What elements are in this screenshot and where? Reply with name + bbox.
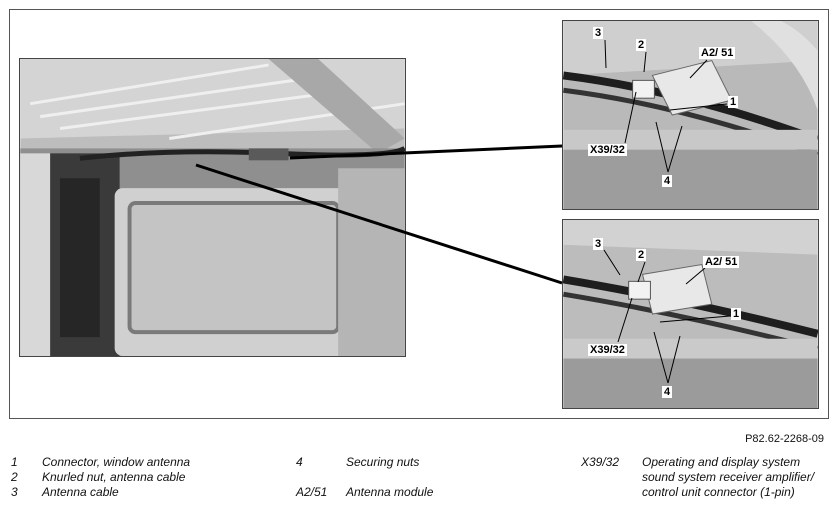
legend-key-3: 3	[11, 485, 18, 499]
legend-text-3: Antenna cable	[42, 485, 119, 499]
callout-bottom-x39-32: X39/32	[588, 344, 627, 356]
overview-photo	[19, 58, 406, 357]
legend-text-a2-51: Antenna module	[346, 485, 434, 499]
callout-top-1: 1	[728, 96, 739, 108]
legend-text-x39-32-line1: Operating and display system	[642, 455, 801, 469]
legend-key-a2-51: A2/51	[296, 485, 328, 499]
legend-text-1: Connector, window antenna	[42, 455, 191, 469]
legend-key-2: 2	[11, 470, 18, 484]
legend-text-2: Knurled nut, antenna cable	[42, 470, 186, 484]
callout-bottom-1: 1	[731, 308, 742, 320]
legend-key-4: 4	[296, 455, 303, 469]
callout-top-x39-32: X39/32	[588, 144, 627, 156]
callout-top-4: 4	[662, 175, 673, 187]
callout-bottom-3: 3	[593, 238, 604, 250]
callout-top-3: 3	[593, 27, 604, 39]
callout-bottom-a2-51: A2/ 51	[703, 256, 740, 268]
callout-top-a2-51: A2/ 51	[699, 47, 736, 59]
overview-photo-graphic	[20, 59, 405, 356]
callout-top-2: 2	[636, 39, 647, 51]
callout-bottom-2: 2	[636, 249, 647, 261]
legend: 1 Connector, window antenna 2 Knurled nu…	[9, 455, 829, 505]
legend-key-1: 1	[11, 455, 18, 469]
legend-text-x39-32-line3: control unit connector (1-pin)	[642, 485, 795, 499]
legend-text-4: Securing nuts	[346, 455, 420, 469]
callout-bottom-4: 4	[662, 386, 673, 398]
detail-photo-top-graphic	[563, 21, 818, 209]
legend-key-x39-32: X39/32	[581, 455, 620, 469]
legend-text-x39-32-line2: sound system receiver amplifier/	[642, 470, 815, 484]
reference-code: P82.62-2268-09	[745, 433, 824, 445]
detail-photo-top	[562, 20, 819, 210]
